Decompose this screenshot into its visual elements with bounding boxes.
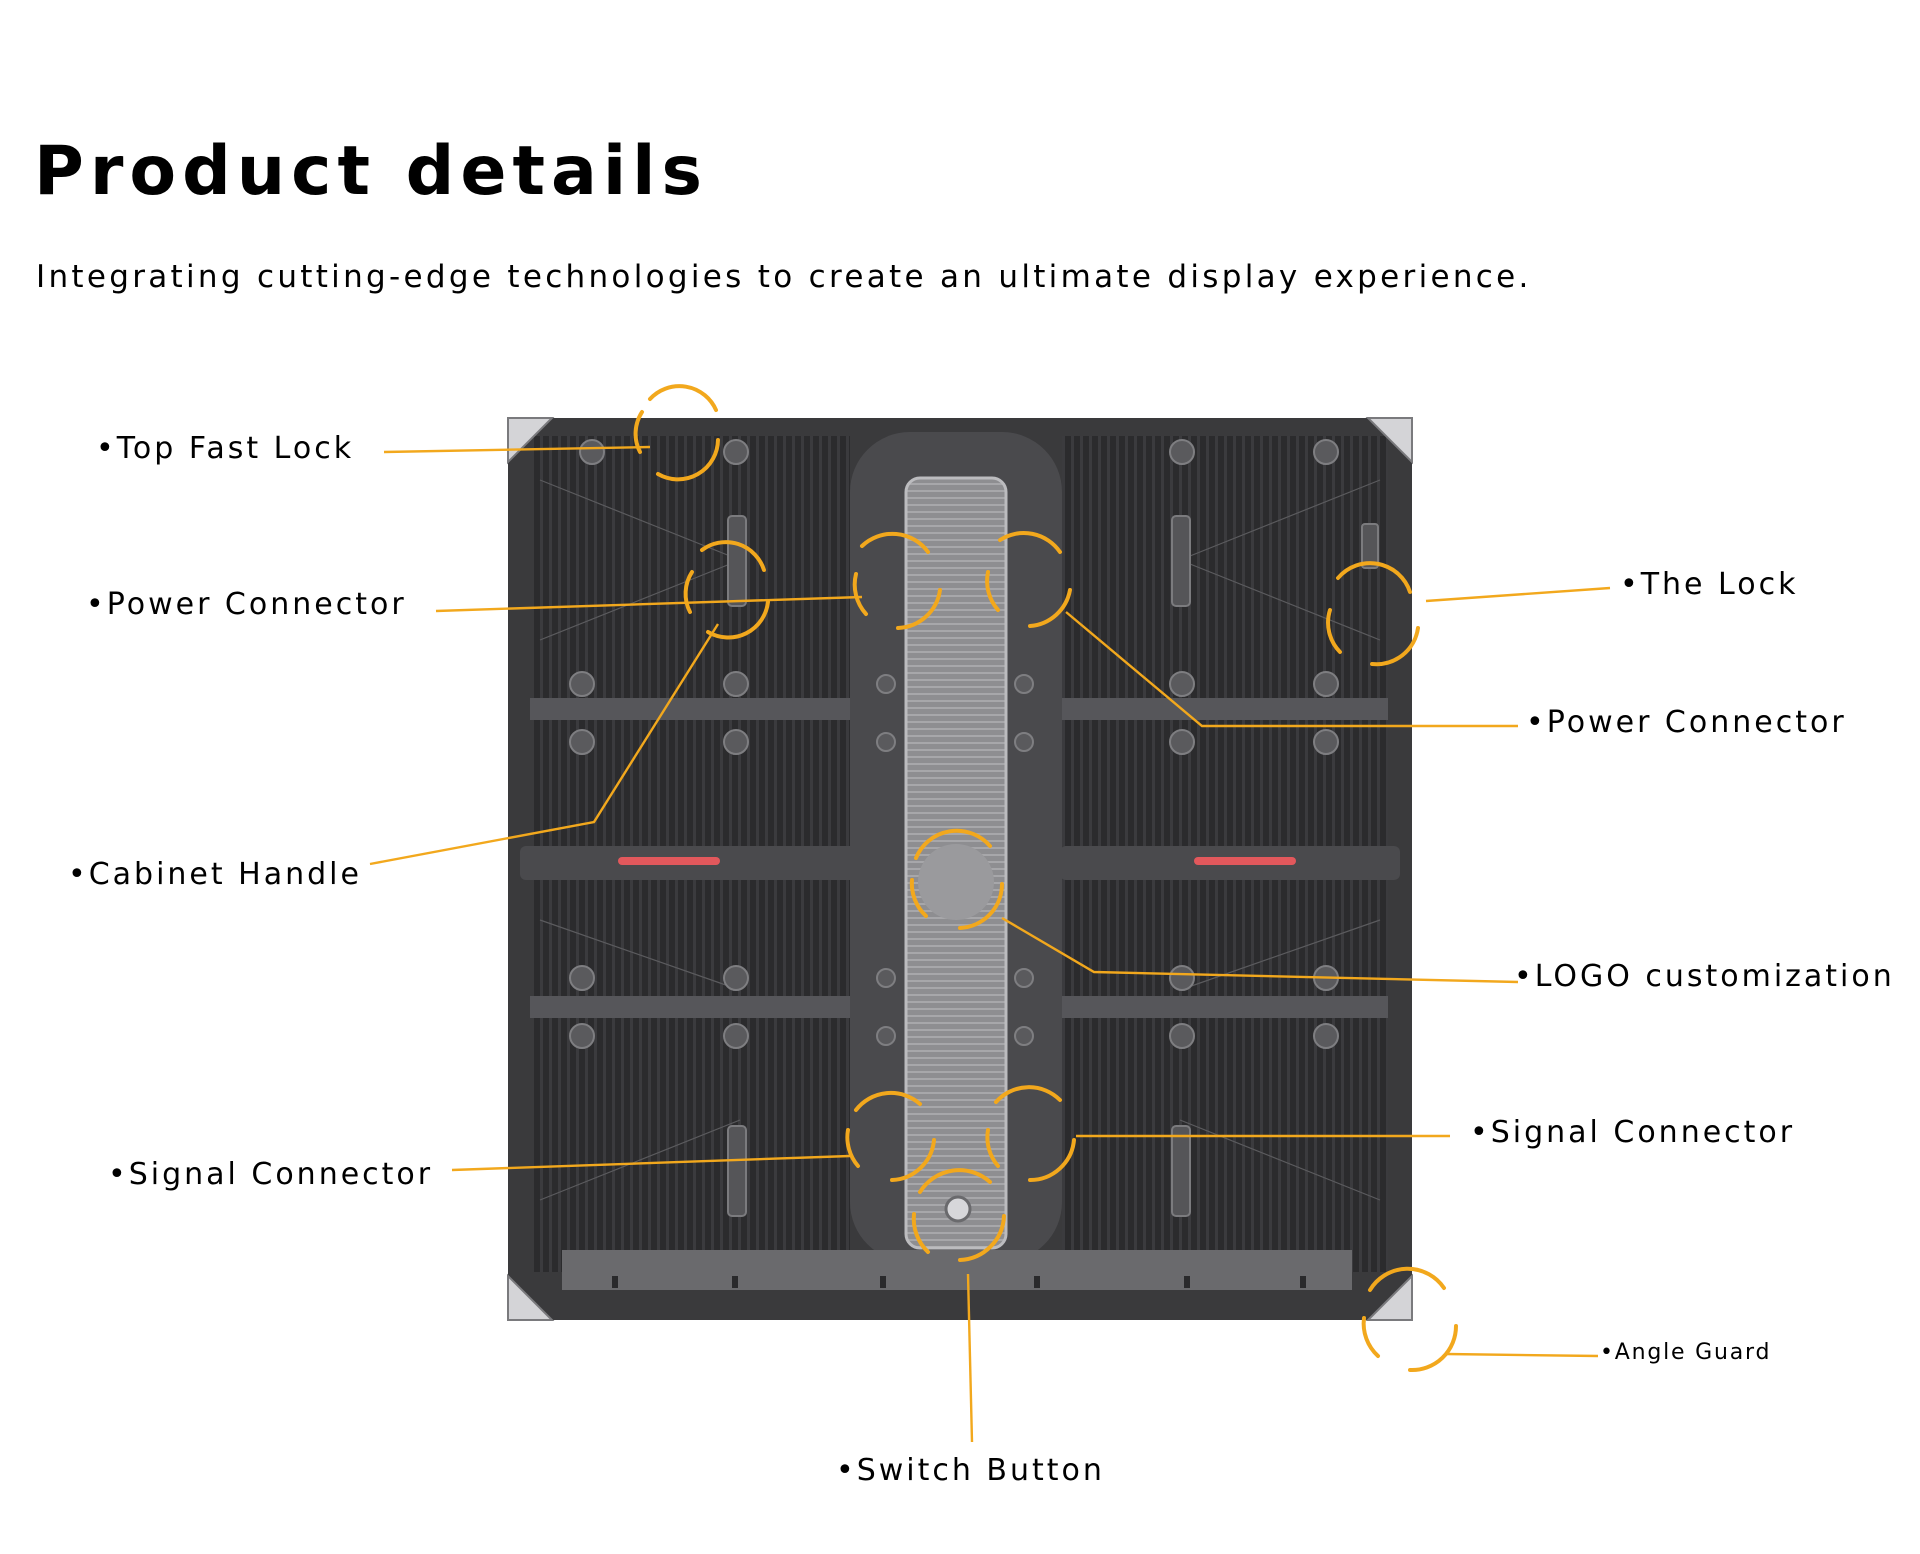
label-power-connector-left: •Power Connector [86, 587, 407, 622]
label-signal-connector-left: •Signal Connector [108, 1157, 434, 1192]
corner-guard-tl [507, 417, 555, 465]
label-angle-guard: •Angle Guard [1600, 1340, 1772, 1365]
logo-plate [918, 844, 994, 920]
label-the-lock: •The Lock [1620, 567, 1799, 602]
page-subtitle: Integrating cutting-edge technologies to… [36, 259, 1532, 295]
ring-angle-guard [1361, 1266, 1459, 1373]
leader-lines [369, 445, 1611, 1443]
horizontal-rails [520, 698, 1400, 1018]
switch-button-knob [944, 1195, 972, 1223]
ring-logo [909, 828, 1005, 930]
panel-top-left [534, 436, 850, 846]
handle-bar-right [1194, 857, 1296, 865]
corner-guard-br [1365, 1273, 1413, 1321]
label-power-connector-right: •Power Connector [1526, 705, 1847, 740]
label-top-fast-lock: •Top Fast Lock [96, 431, 355, 466]
callout-rings [633, 384, 1459, 1373]
led-cabinet [507, 417, 1413, 1321]
label-signal-connector-right: •Signal Connector [1470, 1115, 1796, 1150]
label-cabinet-handle: •Cabinet Handle [68, 857, 362, 892]
panel-bottom-left [534, 872, 850, 1272]
ring-power-left [683, 540, 770, 640]
ring-power-center-left [852, 531, 942, 630]
label-logo-customization: •LOGO customization [1514, 959, 1895, 994]
bottom-bar [562, 1250, 1352, 1290]
page-title: Product details [34, 132, 708, 211]
panel-bottom-right [1062, 872, 1388, 1272]
handle-bar-left [618, 857, 720, 865]
ring-the-lock [1326, 561, 1420, 667]
ring-power-center-right [985, 531, 1072, 628]
ring-top-fast-lock [633, 384, 720, 482]
ring-signal-center [985, 1085, 1076, 1183]
label-switch-button: •Switch Button [836, 1453, 1105, 1488]
corner-guard-bl [507, 1273, 555, 1321]
ring-signal-left [845, 1090, 936, 1182]
corner-guard-tr [1365, 417, 1413, 465]
panel-top-right [1062, 436, 1388, 846]
ring-switch-button [911, 1168, 1006, 1262]
